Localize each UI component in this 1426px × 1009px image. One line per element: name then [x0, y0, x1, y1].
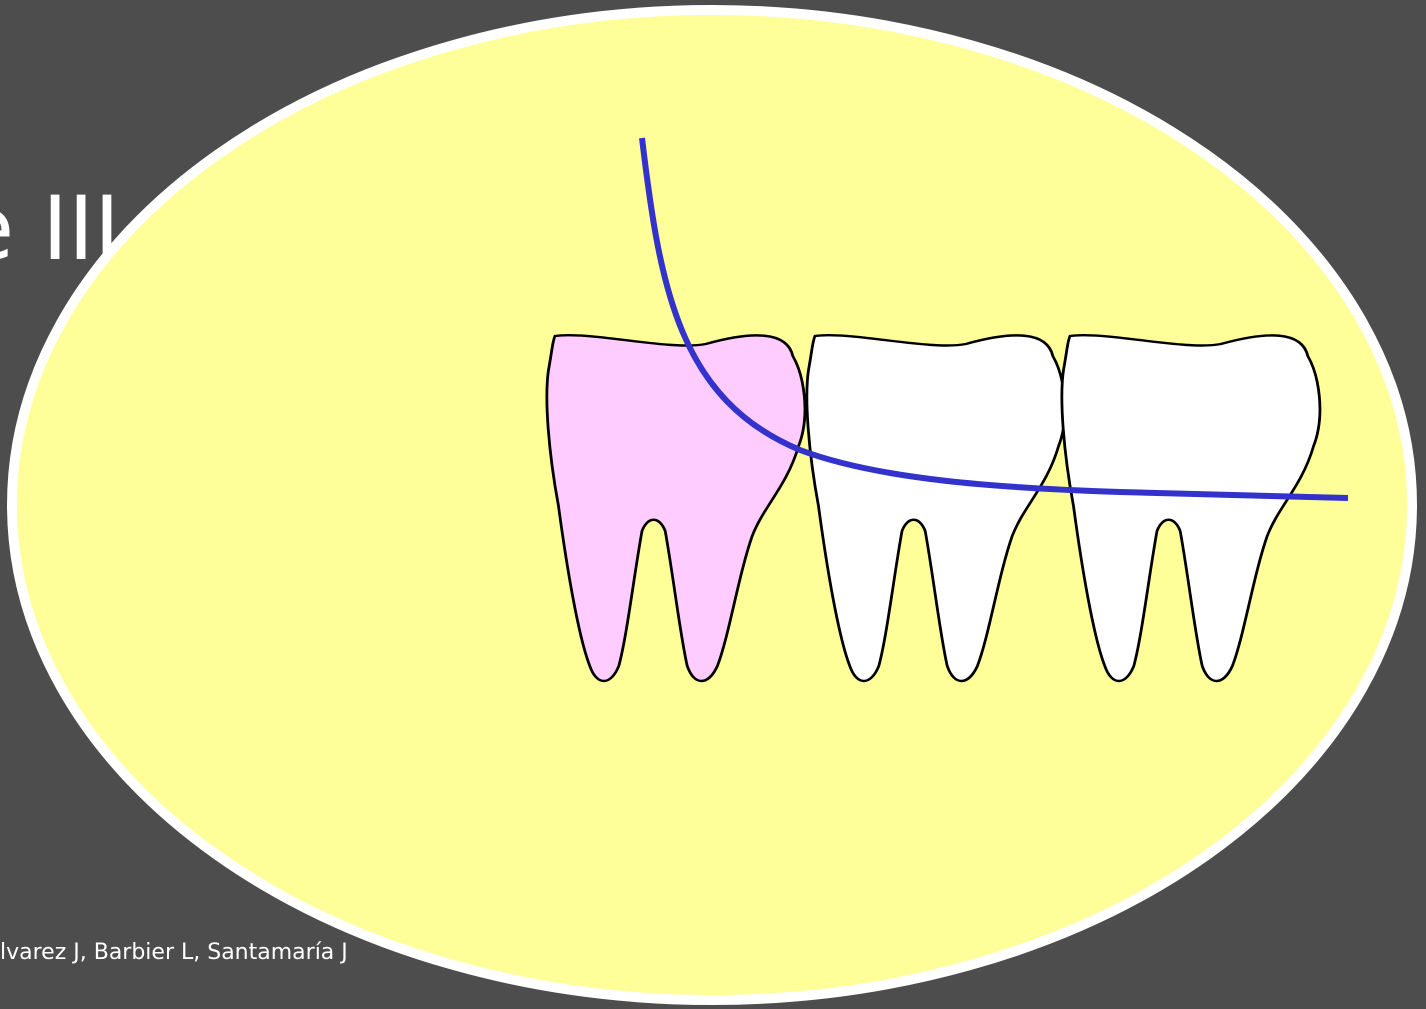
- tooth-diagram: [0, 0, 1426, 1009]
- slide: e III lvarez J, Barbier L, Santamaría J: [0, 0, 1426, 1009]
